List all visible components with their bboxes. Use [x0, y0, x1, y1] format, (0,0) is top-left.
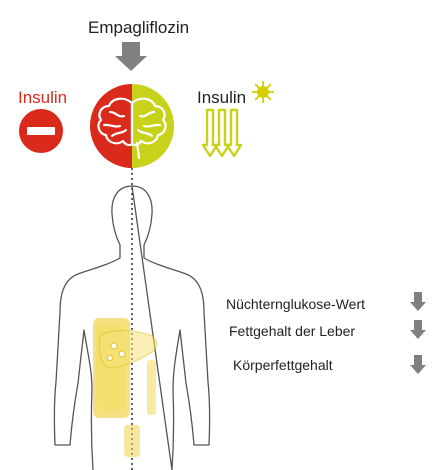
brain-icon [97, 97, 167, 160]
liver-icon [98, 329, 158, 369]
effect-label-liver-fat: Fettgehalt der Leber [229, 323, 356, 339]
body-outline [53, 185, 211, 470]
effect-label-body-fat: Körperfettgehalt [233, 357, 333, 373]
effect-arrows [410, 292, 426, 374]
down-arrow-icon [410, 292, 426, 311]
down-arrow-icon [410, 355, 426, 374]
drug-arrow-icon [115, 42, 147, 71]
down-arrow-icon [410, 320, 426, 339]
effect-label-fasting-glucose: Nüchternglukose-Wert [226, 296, 366, 312]
sun-icon [252, 81, 274, 103]
minus-circle-icon [19, 109, 63, 153]
insulin-arrows-icon [201, 108, 243, 158]
drug-title: Empagliflozin [88, 18, 190, 37]
insulin-left-label: Insulin [18, 88, 68, 107]
insulin-right-label: Insulin [197, 88, 247, 107]
